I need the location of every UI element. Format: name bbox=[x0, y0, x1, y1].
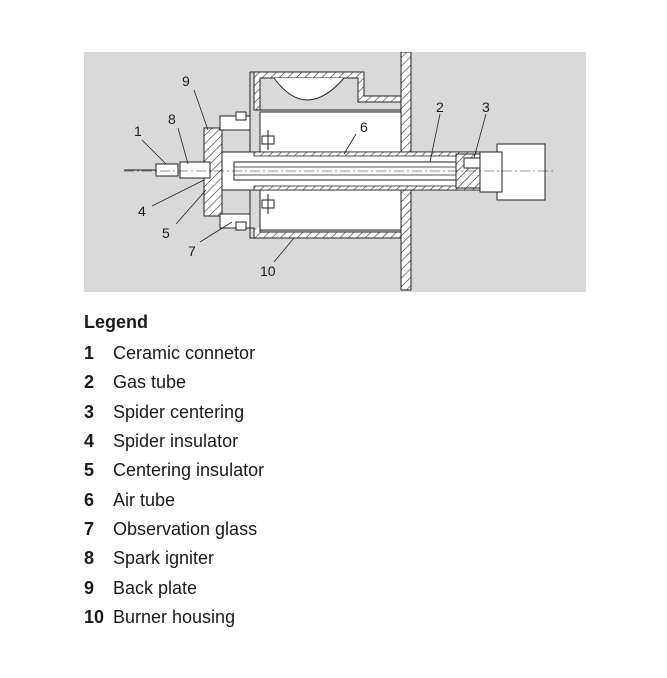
legend-item-label: Spider centering bbox=[113, 401, 245, 422]
legend: Legend 1 Ceramic connetor 2 Gas tube 3 S… bbox=[84, 309, 484, 632]
housing-lower-wall bbox=[244, 227, 402, 239]
callout-10: 10 bbox=[260, 263, 276, 279]
legend-item-label: Ceramic connetor bbox=[113, 343, 256, 364]
legend-item: 1 Ceramic connetor bbox=[84, 339, 484, 368]
legend-item-label: Burner housing bbox=[113, 606, 236, 627]
legend-item: 2 Gas tube bbox=[84, 368, 484, 397]
legend-item-number: 10 bbox=[84, 606, 105, 627]
legend-item: 7 Observation glass bbox=[84, 515, 484, 544]
legend-item-label: Centering insulator bbox=[113, 460, 265, 481]
callout-3: 3 bbox=[482, 99, 490, 115]
legend-item: 4 Spider insulator bbox=[84, 427, 484, 456]
callout-8: 8 bbox=[168, 111, 176, 127]
callout-7: 7 bbox=[188, 243, 196, 259]
callout-1: 1 bbox=[134, 123, 142, 139]
leader-lines bbox=[141, 89, 487, 263]
legend-item: 3 Spider centering bbox=[84, 398, 484, 427]
burner-diagram: 1 8 9 4 5 7 6 2 3 10 bbox=[84, 52, 586, 292]
legend-item-number: 3 bbox=[84, 401, 95, 422]
nozzle-body bbox=[479, 151, 503, 193]
legend-item: 8 Spark igniter bbox=[84, 544, 484, 573]
housing-top-duct bbox=[253, 71, 402, 111]
callout-9: 9 bbox=[182, 73, 190, 89]
callout-4: 4 bbox=[138, 203, 146, 219]
legend-item-number: 4 bbox=[84, 431, 95, 452]
nozzle-cap bbox=[496, 143, 546, 201]
legend-item-label: Spider insulator bbox=[113, 431, 239, 452]
legend-item-number: 2 bbox=[84, 372, 95, 393]
legend-item: 5 Centering insulator bbox=[84, 456, 484, 485]
legend-item-label: Air tube bbox=[113, 489, 176, 510]
legend-title: Legend bbox=[84, 312, 149, 332]
legend-item: 9 Back plate bbox=[84, 573, 484, 602]
callout-6: 6 bbox=[360, 119, 368, 135]
spark-igniter bbox=[179, 161, 211, 179]
legend-item-number: 1 bbox=[84, 343, 95, 364]
ceramic-connector bbox=[155, 163, 179, 177]
legend-item-label: Observation glass bbox=[113, 518, 258, 539]
legend-item-number: 6 bbox=[84, 489, 95, 510]
bolts bbox=[235, 111, 275, 231]
legend-item-number: 8 bbox=[84, 548, 95, 569]
legend-item-number: 7 bbox=[84, 518, 95, 539]
callout-5: 5 bbox=[162, 225, 170, 241]
legend-item-number: 5 bbox=[84, 460, 95, 481]
legend-item-label: Back plate bbox=[113, 577, 198, 598]
legend-item: 6 Air tube bbox=[84, 485, 484, 514]
spider-centering-insert bbox=[463, 157, 481, 169]
callout-2: 2 bbox=[436, 99, 444, 115]
legend-item-label: Gas tube bbox=[113, 372, 187, 393]
housing-top-opening bbox=[273, 77, 345, 101]
legend-item-number: 9 bbox=[84, 577, 95, 598]
burner-cross-section: 1 8 9 4 5 7 6 2 3 10 bbox=[124, 52, 554, 291]
legend-item: 10 Burner housing bbox=[84, 603, 484, 632]
legend-item-label: Spark igniter bbox=[113, 548, 215, 569]
